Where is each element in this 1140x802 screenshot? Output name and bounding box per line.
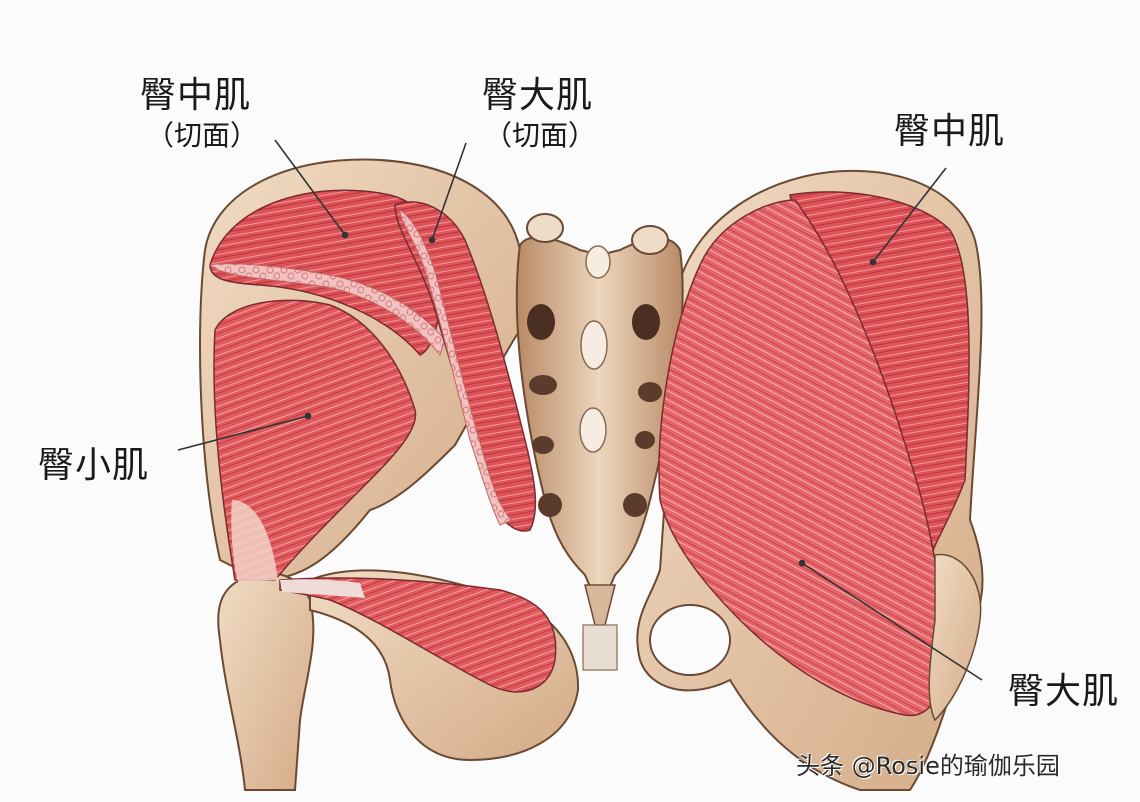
label-gluteus-medius-cut-note: （切面） (146, 119, 259, 152)
label-gluteus-maximus-cut: 臀大肌 (482, 75, 594, 116)
watermark: 头条 @Rosie的瑜伽乐园 (796, 752, 1060, 780)
label-gluteus-maximus-cut-note: （切面） (484, 119, 597, 152)
label-gluteus-maximus: 臀大肌 (1008, 671, 1120, 712)
label-gluteus-minimus: 臀小肌 (38, 445, 150, 486)
leader-lines (177, 139, 983, 681)
label-gluteus-medius-cut: 臀中肌 (140, 75, 252, 116)
label-gluteus-medius: 臀中肌 (894, 111, 1006, 152)
